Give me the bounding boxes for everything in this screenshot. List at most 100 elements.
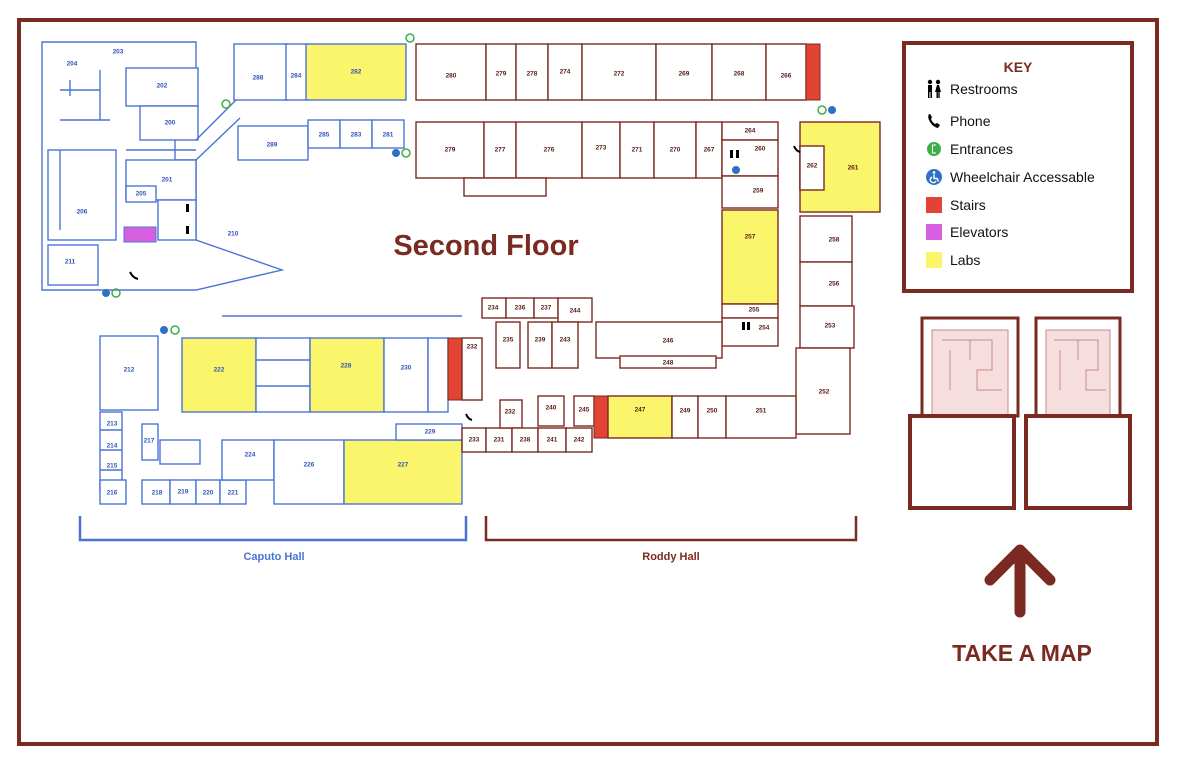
room-222 <box>181 337 257 413</box>
room-249 <box>671 395 699 439</box>
room-285 <box>307 119 341 149</box>
room-247 <box>607 395 673 439</box>
room-216 <box>99 479 127 505</box>
room-250 <box>697 395 727 439</box>
room-label: 284 <box>291 73 302 80</box>
room-277 <box>483 121 517 179</box>
wheelchair-icon <box>392 149 400 157</box>
take-a-map-label: TAKE A MAP <box>952 640 1092 666</box>
room-230b <box>427 337 449 413</box>
room-label: 230 <box>401 365 412 372</box>
map-dispenser-left <box>908 316 1020 510</box>
restroom-area <box>157 199 197 241</box>
key-item-restrooms: Restrooms <box>924 79 1018 99</box>
room-label: 221 <box>228 490 239 497</box>
room-267 <box>695 121 723 179</box>
room-230 <box>383 337 429 413</box>
room-label: 242 <box>574 437 585 444</box>
room-label: 220 <box>203 490 214 497</box>
phone-icon <box>465 413 473 421</box>
room-label: 227 <box>398 462 409 469</box>
room-240 <box>537 395 565 427</box>
room-279b <box>415 121 485 179</box>
room-211 <box>47 244 99 286</box>
room-label: 235 <box>503 337 514 344</box>
room-label: 278 <box>527 71 538 78</box>
room-label: 266 <box>781 73 792 80</box>
room-label: 232 <box>505 409 516 416</box>
room-281 <box>371 119 405 149</box>
room-storage <box>159 439 201 465</box>
restroom-icon <box>186 150 750 330</box>
room-label: 269 <box>679 71 690 78</box>
room-label: 203 <box>113 49 124 56</box>
stairs <box>805 43 821 101</box>
caputo-lower-wing: 212 222 228 230 232 213 214 215 216 217 … <box>99 315 483 505</box>
room-288 <box>233 43 289 101</box>
room-280 <box>415 43 487 101</box>
room-232 <box>461 337 483 401</box>
caputo-hall-bracket: Caputo Hall <box>78 516 468 563</box>
room-label: 288 <box>253 75 264 82</box>
phone-icon <box>793 145 801 153</box>
wheelchair-icon <box>828 106 836 114</box>
map-key: KEY Restrooms Phone Entrances Wheelchair… <box>902 41 1134 293</box>
room-label: 271 <box>632 147 643 154</box>
room-label: 232 <box>467 344 478 351</box>
floor-title: Second Floor <box>393 230 578 262</box>
room-266 <box>765 43 807 101</box>
room-268 <box>711 43 767 101</box>
room-label: 229 <box>425 429 436 436</box>
room-label: 270 <box>670 147 681 154</box>
room-label: 217 <box>144 438 155 445</box>
entrance-icon <box>221 99 231 109</box>
room-289 <box>237 125 309 161</box>
roddy-hall-bracket: Roddy Hall <box>484 516 858 563</box>
key-item-phone: Phone <box>924 111 990 131</box>
room-label: 234 <box>488 305 499 312</box>
key-label: Labs <box>950 252 981 268</box>
room-256 <box>799 261 853 307</box>
room-label: 254 <box>759 325 770 332</box>
room-label: 279 <box>445 147 456 154</box>
phone-icon <box>129 271 139 280</box>
room-label: 210 <box>228 231 239 238</box>
room-label: 245 <box>579 407 590 414</box>
stairs <box>593 395 609 439</box>
roddy-upper-wing: 280 279 278 274 272 269 268 266 279 277 … <box>415 43 881 213</box>
roddy-lower-wing: 234 236 237 244 235 239 243 246 248 233 … <box>461 297 797 453</box>
room-241 <box>537 427 567 453</box>
room-label: 268 <box>734 71 745 78</box>
room-label: 204 <box>67 61 78 68</box>
room-label: 244 <box>570 308 581 315</box>
room-label: 249 <box>680 408 691 415</box>
room-227 <box>343 439 463 505</box>
room-label: 272 <box>614 71 625 78</box>
room-246 <box>595 321 723 359</box>
room-label: 264 <box>745 128 756 135</box>
room-259 <box>721 175 779 209</box>
room-label: 283 <box>351 132 362 139</box>
room-248 <box>619 355 717 369</box>
roddy-hall-label: Roddy Hall <box>642 551 699 563</box>
room-label: 211 <box>65 259 76 266</box>
key-label: Elevators <box>950 224 1009 240</box>
room-label: 212 <box>124 367 135 374</box>
restroom-icon <box>924 79 944 99</box>
room-label: 247 <box>635 407 646 414</box>
room-279 <box>485 43 517 101</box>
room-235 <box>495 321 521 369</box>
elevators-swatch <box>924 222 944 242</box>
room-label: 255 <box>749 307 760 314</box>
caputo-hall-label: Caputo Hall <box>243 551 304 563</box>
room-label: 282 <box>351 69 362 76</box>
room-205 <box>125 185 157 203</box>
room-label: 238 <box>520 437 531 444</box>
labs-swatch <box>924 250 944 270</box>
room-label: 222 <box>214 367 225 374</box>
caputo-upper-wing: 204 203 202 200 201 205 206 211 210 <box>41 41 285 291</box>
roddy-right-column: 257 258 256 255 254 253 252 <box>721 209 855 435</box>
room-212 <box>99 335 159 411</box>
room-228 <box>309 337 385 413</box>
key-label: Phone <box>950 113 991 129</box>
